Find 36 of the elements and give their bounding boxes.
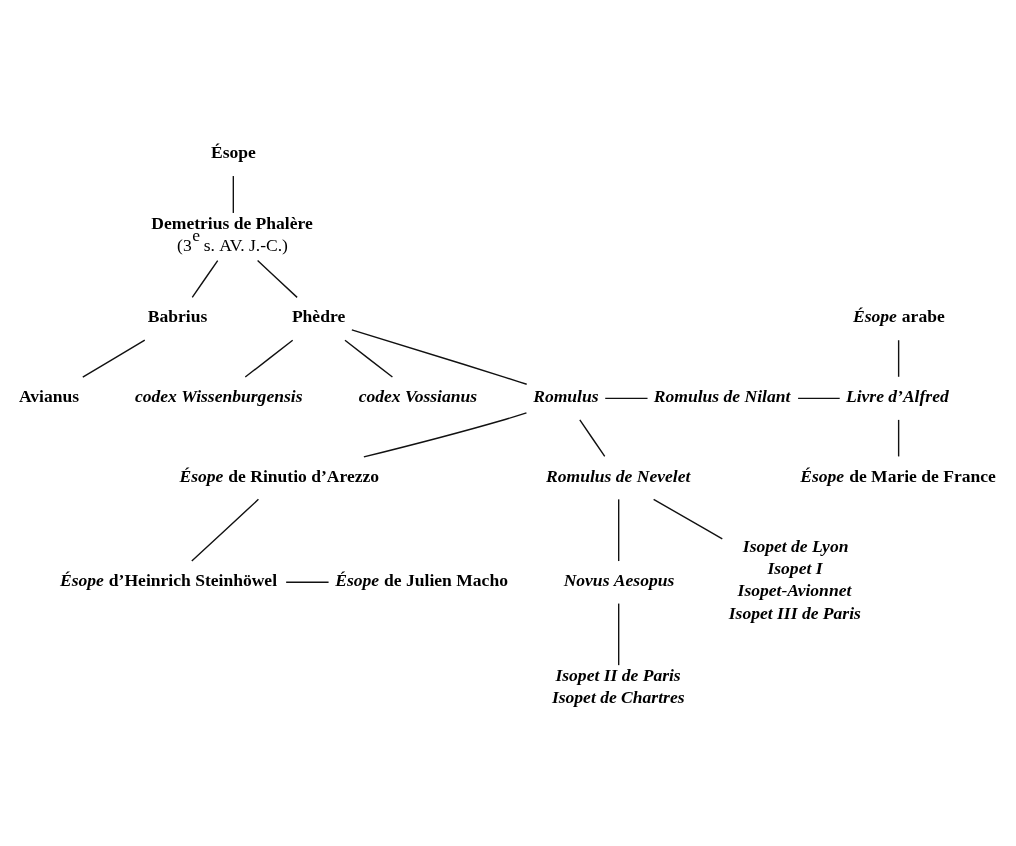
connector: [232, 175, 235, 214]
connector: [618, 498, 620, 562]
node-text: codex Wissenburgensis: [134, 385, 303, 406]
connector: [897, 419, 900, 458]
connector: [244, 339, 294, 378]
connector: [897, 339, 900, 378]
connector: [363, 412, 528, 458]
connector: [82, 339, 146, 378]
connector: [604, 397, 649, 400]
node-text: Ésope de Rinutio d’Arezzo: [179, 465, 380, 486]
node-text: Novus Aesopus: [563, 569, 675, 590]
node-text: Romulus: [533, 385, 599, 406]
node-text: Livre d’Alfred: [845, 385, 949, 406]
node-text: Phèdre: [291, 306, 346, 327]
node-text: Romulus de Nilant: [653, 385, 791, 406]
connector: [191, 498, 260, 562]
node-text: codex Vossianus: [358, 385, 478, 406]
connector: [797, 397, 841, 400]
connector: [351, 329, 528, 385]
connector: [344, 339, 394, 378]
node-text: Isopet de Lyon Isopet I Isopet-Avionnet Isopet III de Paris: [728, 535, 861, 623]
node-text: Ésope: [211, 142, 256, 163]
node-text: Avianus: [18, 385, 80, 406]
connector: [285, 581, 330, 583]
connector: [652, 498, 723, 540]
node-text: Ésope de Marie de France: [800, 465, 996, 486]
node-text: Ésope d’Heinrich Steinhöwel: [59, 569, 278, 590]
node-text: Ésope arabe: [852, 306, 945, 327]
connector: [618, 602, 620, 666]
node-text: Ésope de Julien Macho: [335, 569, 508, 590]
connector: [579, 419, 606, 458]
node-text: Romulus de Nevelet: [546, 465, 691, 486]
node-text: Babrius: [147, 306, 208, 327]
connector: [191, 259, 219, 299]
connector: [256, 259, 298, 299]
node-text: Isopet II de Paris Isopet de Chartres: [551, 664, 685, 707]
